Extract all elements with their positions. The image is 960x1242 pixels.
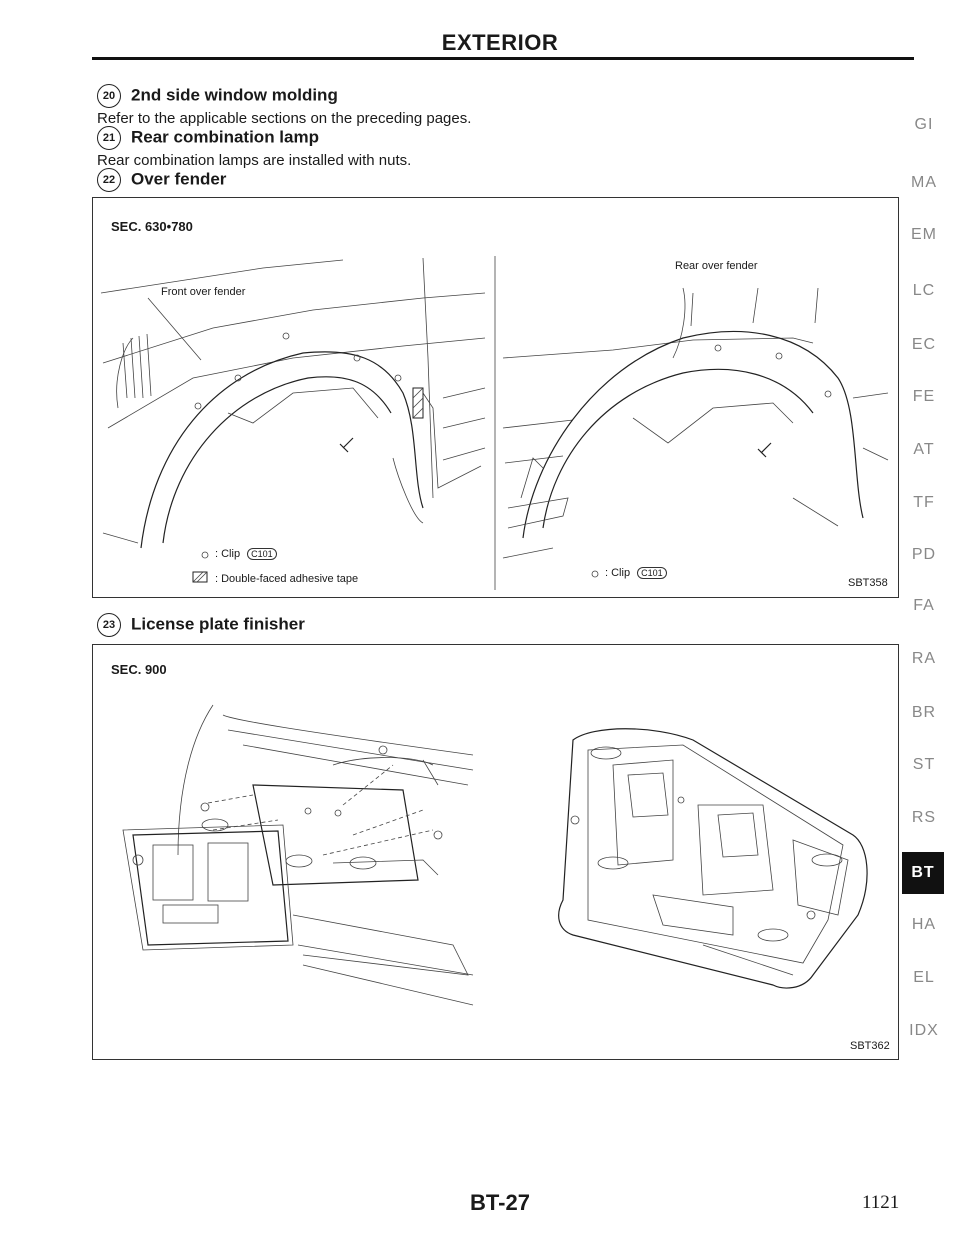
side-tab-pd[interactable]: PD [911, 546, 937, 563]
section-21-title: Rear combination lamp [131, 127, 319, 147]
side-tab-fe[interactable]: FE [912, 388, 936, 405]
section-20-title: 2nd side window molding [131, 85, 338, 105]
license-plate-drawing [122, 704, 868, 1006]
section-21-heading: 21 Rear combination lamp [97, 126, 319, 150]
side-tab-el[interactable]: EL [913, 969, 935, 986]
header-rule [92, 57, 914, 60]
over-fender-drawing [100, 256, 889, 590]
legend-clip-right: : Clip C101 [605, 567, 667, 579]
section-21-number: 21 [97, 126, 121, 150]
page-code: BT-27 [470, 1190, 530, 1215]
over-fender-sec-label: SEC. 630•780 [111, 219, 193, 234]
front-over-fender-label: Front over fender [161, 286, 246, 298]
over-fender-figure: SEC. 630•780 Front over fender Rear over… [92, 197, 899, 598]
license-plate-figure: SEC. 900 SBT362 [92, 644, 899, 1060]
fender-figure-code: SBT358 [848, 577, 888, 589]
section-23-number: 23 [97, 613, 121, 637]
section-20-number: 20 [97, 84, 121, 108]
legend-clip-left: : Clip C101 [215, 548, 277, 560]
license-plate-sec-label: SEC. 900 [111, 662, 167, 677]
section-20-heading: 20 2nd side window molding [97, 84, 338, 108]
side-tab-gi[interactable]: GI [914, 116, 934, 133]
side-tab-ra[interactable]: RA [911, 650, 937, 667]
clip-code-badge: C101 [247, 548, 277, 560]
side-tab-fa[interactable]: FA [913, 597, 935, 614]
legend-tape: : Double-faced adhesive tape [215, 573, 359, 585]
side-tab-ha[interactable]: HA [911, 916, 937, 933]
section-23-title: License plate finisher [131, 614, 305, 634]
side-tab-bt-active[interactable]: BT [902, 852, 944, 894]
side-tab-br[interactable]: BR [911, 704, 937, 721]
rear-over-fender-label: Rear over fender [675, 260, 758, 272]
section-20-text: Refer to the applicable sections on the … [97, 110, 472, 127]
legend-clip-text-right: : Clip [605, 567, 631, 579]
section-22-heading: 22 Over fender [97, 168, 226, 192]
side-tab-em[interactable]: EM [911, 226, 937, 243]
clip-code-badge-right: C101 [637, 567, 667, 579]
side-tab-idx[interactable]: IDX [909, 1022, 939, 1039]
side-tab-st[interactable]: ST [912, 756, 936, 773]
side-tab-ma[interactable]: MA [911, 174, 937, 191]
section-22-title: Over fender [131, 169, 227, 189]
license-figure-code: SBT362 [850, 1040, 890, 1052]
side-tab-at[interactable]: AT [913, 441, 935, 458]
section-23-heading: 23 License plate finisher [97, 613, 305, 637]
side-tab-tf[interactable]: TF [913, 494, 935, 511]
section-21-text: Rear combination lamps are installed wit… [97, 152, 412, 169]
page-number: 1121 [862, 1192, 900, 1213]
section-22-number: 22 [97, 168, 121, 192]
side-tab-ec[interactable]: EC [911, 336, 937, 353]
legend-clip-text: : Clip [215, 548, 241, 560]
side-tab-rs[interactable]: RS [911, 809, 937, 826]
page-title: EXTERIOR [441, 30, 559, 55]
side-tab-lc[interactable]: LC [912, 282, 936, 299]
